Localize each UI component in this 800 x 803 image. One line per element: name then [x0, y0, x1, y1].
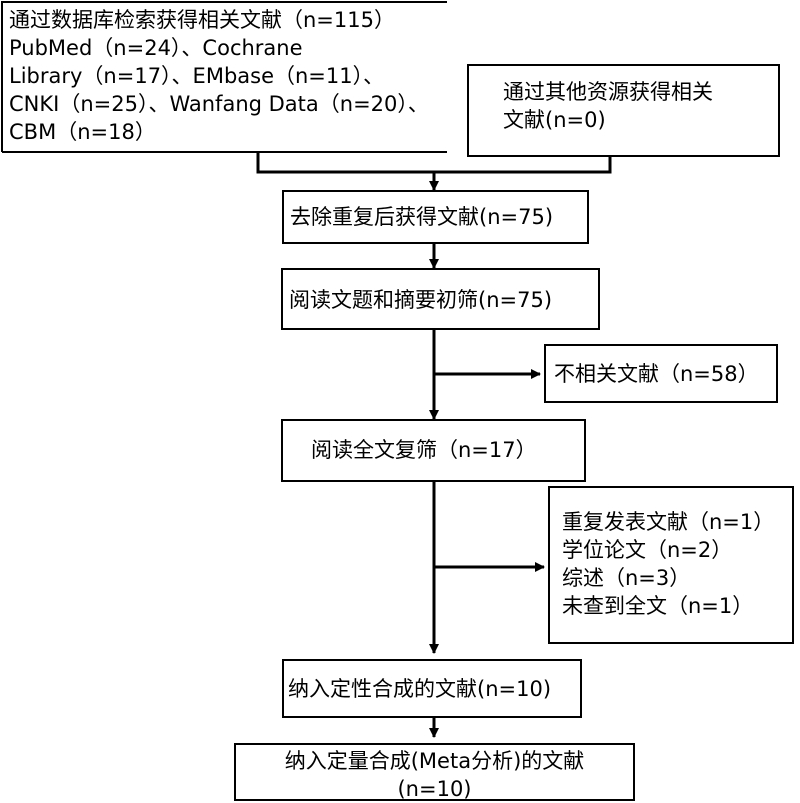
fulltext-excluded-box: 重复发表文献（n=1） 学位论文（n=2） 综述（n=3） 未查到全文（n=1） — [548, 486, 794, 644]
other-line: 通过其他资源获得相关 — [503, 80, 713, 104]
fulltext-text: 阅读全文复筛（n=17） — [311, 438, 537, 462]
excluded2-line: 综述（n=3） — [562, 566, 691, 590]
search-line: Library（n=17）、EMbase（n=11）、 — [9, 64, 385, 88]
search-line: PubMed（n=24）、Cochrane — [9, 36, 303, 60]
excluded2-line: 学位论文（n=2） — [562, 538, 733, 562]
quantitative-synthesis-box: 纳入定量合成(Meta分析)的文献 (n=10) — [234, 743, 635, 801]
excluded2-line: 未查到全文（n=1） — [562, 594, 754, 618]
search-line: CBM（n=18） — [9, 120, 156, 144]
irrelevant-excluded-box: 不相关文献（n=58） — [544, 344, 778, 403]
title-abstract-screen-box: 阅读文题和摘要初筛(n=75) — [281, 268, 600, 330]
dedup-text: 去除重复后获得文献(n=75) — [290, 205, 554, 229]
excluded2-line: 重复发表文献（n=1） — [562, 510, 775, 534]
dedup-box: 去除重复后获得文献(n=75) — [282, 190, 589, 244]
search-line: CNKI（n=25）、Wanfang Data（n=20）、 — [9, 92, 429, 116]
other-sources-box: 通过其他资源获得相关 文献(n=0) — [467, 64, 780, 157]
fulltext-screen-box: 阅读全文复筛（n=17） — [281, 419, 586, 482]
quantitative-line: 纳入定量合成(Meta分析)的文献 — [284, 749, 585, 773]
quantitative-line: (n=10) — [397, 777, 472, 801]
qualitative-text: 纳入定性合成的文献(n=10) — [288, 677, 552, 701]
qualitative-synthesis-box: 纳入定性合成的文献(n=10) — [282, 659, 582, 718]
excluded1-text: 不相关文献（n=58） — [554, 362, 759, 386]
screen-title-text: 阅读文题和摘要初筛(n=75) — [289, 288, 553, 312]
search-text: 通过数据库检索获得相关文献（n=115） PubMed（n=24）、Cochra… — [9, 6, 429, 146]
search-line: 通过数据库检索获得相关文献（n=115） — [9, 8, 395, 32]
other-line: 文献(n=0) — [503, 108, 606, 132]
database-search-box — [2, 2, 447, 152]
